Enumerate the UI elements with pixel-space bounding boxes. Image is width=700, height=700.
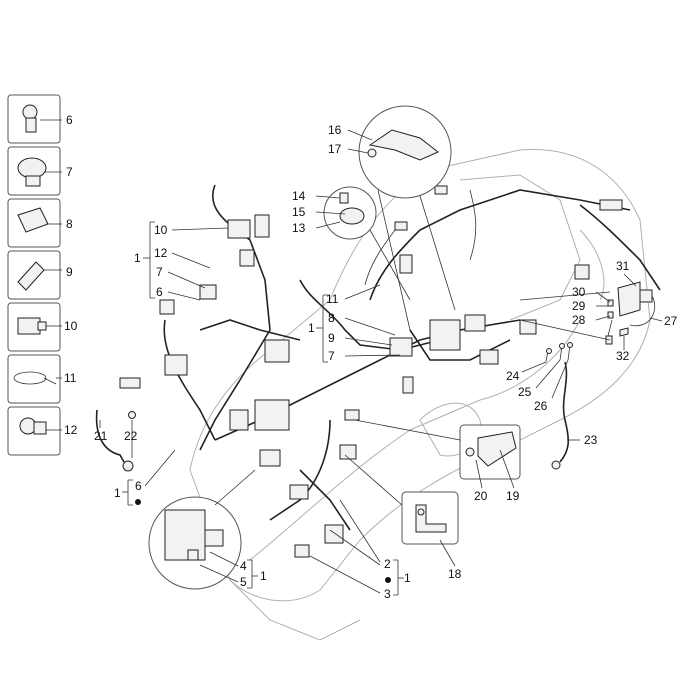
ground-cable-21 [95, 409, 136, 472]
legend-item-12 [7, 406, 61, 456]
callout-10-harness: 10 [154, 223, 168, 237]
callout-1-harness: 1 [134, 251, 141, 265]
callout-12: 12 [64, 423, 78, 437]
callout-5: 5 [240, 575, 247, 589]
callout-31: 31 [616, 259, 630, 273]
callout-20: 20 [474, 489, 488, 503]
dot-marker-ground [135, 499, 141, 505]
callout-11: 11 [64, 371, 77, 385]
sensor-group-27-32 [519, 281, 656, 345]
legend-item-8 [7, 198, 61, 248]
callout-16: 16 [328, 123, 342, 137]
callout-27: 27 [664, 314, 678, 328]
callout-1-engine: 1 [308, 321, 315, 335]
detail-bracket-16-17 [358, 105, 456, 331]
callout-28: 28 [572, 313, 586, 327]
callout-22: 22 [124, 429, 138, 443]
detail-fuse-box-4-5 [148, 469, 256, 590]
callout-7-harness: 7 [156, 265, 163, 279]
callout-6-ground: 6 [135, 479, 142, 493]
legend-item-7 [7, 146, 61, 196]
callout-8-engine: 8 [328, 311, 335, 325]
callout-17: 17 [328, 142, 342, 156]
callout-8: 8 [66, 217, 73, 231]
battery-cable-23 [551, 361, 570, 470]
callout-6-harness: 6 [156, 285, 163, 299]
legend-item-10 [7, 302, 61, 352]
callout-21: 21 [94, 429, 108, 443]
callout-19: 19 [506, 489, 520, 503]
detail-bracket-19-20 [354, 419, 521, 480]
detail-bracket-18 [344, 454, 459, 545]
callout-25: 25 [518, 385, 532, 399]
callout-7: 7 [66, 165, 73, 179]
callout-6: 6 [66, 113, 73, 127]
callout-23: 23 [584, 433, 598, 447]
callout-labels: 6 7 8 9 10 11 12 10 12 7 6 1 16 17 14 15… [64, 113, 678, 601]
legend-item-6 [7, 94, 61, 144]
screws-24-26 [545, 342, 573, 363]
callout-3: 3 [384, 587, 391, 601]
callout-9-engine: 9 [328, 331, 335, 345]
legend-item-11 [7, 354, 61, 404]
callout-29: 29 [572, 299, 586, 313]
callout-1-lower: 1 [404, 571, 411, 585]
callout-11-engine: 11 [326, 292, 339, 306]
callout-1-fusebox: 1 [260, 569, 267, 583]
callout-10: 10 [64, 319, 78, 333]
callout-24: 24 [506, 369, 520, 383]
callout-14: 14 [292, 189, 306, 203]
callout-32: 32 [616, 349, 630, 363]
callout-1-ground: 1 [114, 486, 121, 500]
callout-26: 26 [534, 399, 548, 413]
callout-30: 30 [572, 285, 586, 299]
callout-4: 4 [240, 559, 247, 573]
scooter-frame-outline [189, 148, 651, 641]
callout-12-harness: 12 [154, 246, 168, 260]
legend-item-9 [7, 250, 61, 300]
callout-18: 18 [448, 567, 462, 581]
harness-connectors [119, 185, 623, 558]
callout-7-engine: 7 [328, 349, 335, 363]
callout-9: 9 [66, 265, 73, 279]
callout-15: 15 [292, 205, 306, 219]
callout-2: 2 [384, 557, 391, 571]
leader-lines [40, 119, 663, 596]
callout-13: 13 [292, 221, 306, 235]
dot-marker-lower [385, 577, 391, 583]
